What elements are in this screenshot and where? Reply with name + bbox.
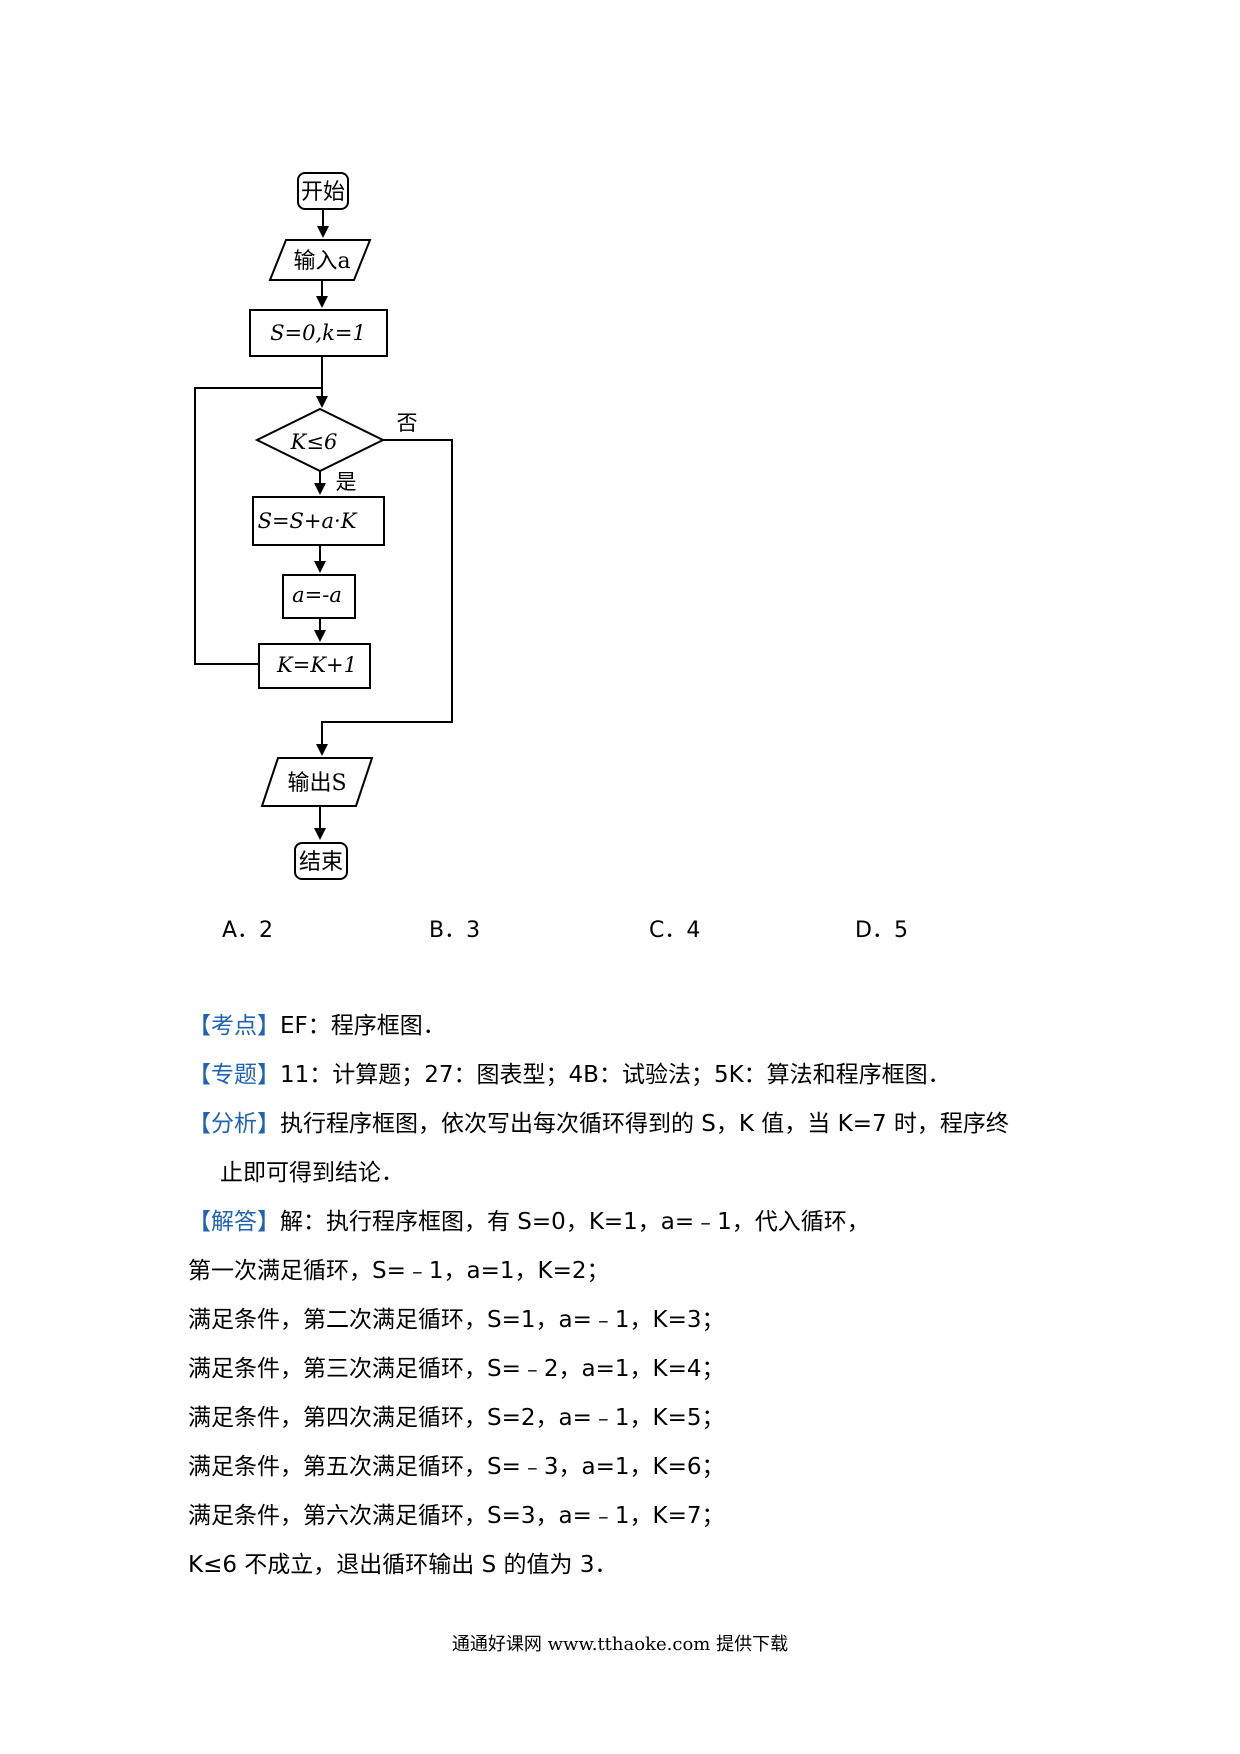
no-branch-line: [321, 439, 453, 744]
solution-step-line: 满足条件，第三次满足循环，S=﹣2，a=1，K=4；: [188, 1356, 725, 1382]
answer-choices: A．2 B．3 C．4 D．5: [0, 912, 1240, 943]
choice-a: A．2: [222, 918, 274, 943]
output-label: 输出S: [287, 771, 346, 796]
step1-box: [252, 496, 385, 546]
loop-back-line: [194, 387, 322, 665]
program-flowchart: 开始 输入a S=0,k=1 K≤6 否 是 S=S+a·K a=-a K=K+…: [194, 172, 453, 880]
jieda-tag: 【解答】: [188, 1209, 280, 1235]
init-box: [249, 309, 388, 357]
step2-label: a=-a: [292, 583, 342, 607]
jieda-line: 【解答】解：执行程序框图，有 S=0，K=1，a=﹣1，代入循环，: [188, 1198, 1088, 1247]
init-label: S=0,k=1: [270, 321, 366, 345]
decision-label: K≤6: [290, 430, 338, 454]
page-footer: 通通好课网 www.tthaoke.com 提供下载: [451, 1634, 789, 1655]
choice-c: C．4: [649, 918, 701, 943]
no-label: 否: [397, 411, 418, 435]
zhuanti-tag: 【专题】: [188, 1062, 280, 1088]
yes-label: 是: [336, 470, 357, 494]
zhuanti-line: 【专题】11：计算题；27：图表型；4B：试验法；5K：算法和程序框图．: [188, 1051, 1088, 1100]
fenxi-tag: 【分析】: [188, 1111, 280, 1137]
choice-d: D．5: [855, 918, 908, 943]
end-terminal: [294, 842, 348, 880]
solution-step-line: 第一次满足循环，S=﹣1，a=1，K=2；: [188, 1258, 610, 1284]
zhuanti-text: 11：计算题；27：图表型；4B：试验法；5K：算法和程序框图．: [280, 1062, 951, 1088]
kaodian-line: 【考点】EF：程序框图．: [188, 1002, 1088, 1051]
solution-step-line: 满足条件，第四次满足循环，S=2，a=﹣1，K=5；: [188, 1405, 725, 1431]
start-label: 开始: [301, 180, 345, 205]
fenxi-line-2: 止即可得到结论．: [220, 1160, 404, 1186]
solution-step-line: 满足条件，第五次满足循环，S=﹣3，a=1，K=6；: [188, 1454, 725, 1480]
step2-box: [282, 574, 356, 619]
fenxi-line: 【分析】执行程序框图，依次写出每次循环得到的 S，K 值，当 K=7 时，程序终: [188, 1100, 1088, 1149]
kaodian-tag: 【考点】: [188, 1013, 280, 1039]
step1-label: S=S+a·K: [258, 509, 358, 533]
input-label: 输入a: [293, 249, 350, 274]
step3-box: [258, 643, 371, 689]
end-label: 结束: [299, 850, 343, 875]
choice-b: B．3: [429, 918, 481, 943]
solution-step-line: 满足条件，第六次满足循环，S=3，a=﹣1，K=7；: [188, 1503, 725, 1529]
input-box: [268, 239, 372, 281]
solution-step-line: 满足条件，第二次满足循环，S=1，a=﹣1，K=3；: [188, 1307, 725, 1333]
step3-label: K=K+1: [276, 653, 357, 677]
solution-section: 【考点】EF：程序框图． 【专题】11：计算题；27：图表型；4B：试验法；5K…: [188, 1002, 1088, 1590]
kaodian-text: EF：程序框图．: [280, 1013, 446, 1039]
jieda-text: 解：执行程序框图，有 S=0，K=1，a=﹣1，代入循环，: [280, 1209, 870, 1235]
output-box: [260, 757, 374, 807]
fenxi-text: 执行程序框图，依次写出每次循环得到的 S，K 值，当 K=7 时，程序终: [280, 1111, 1009, 1137]
solution-conclusion-line: K≤6 不成立，退出循环输出 S 的值为 3．: [188, 1552, 618, 1578]
